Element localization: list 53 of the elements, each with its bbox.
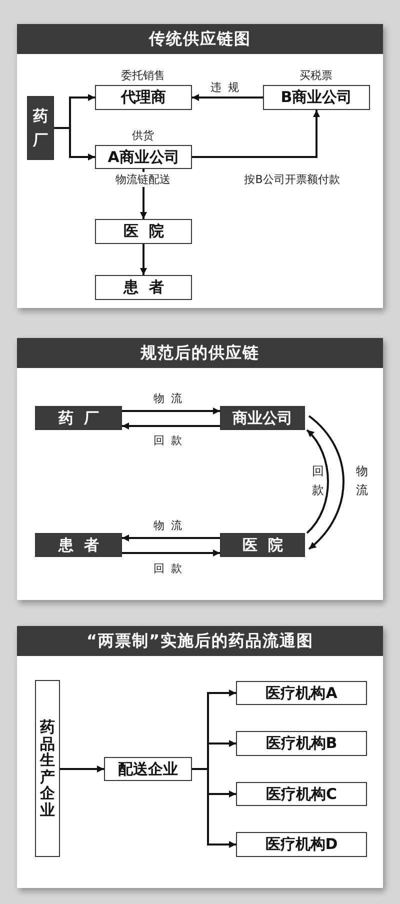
node-text: 医院 [123,222,174,241]
dark-box [220,533,305,557]
panel-card [17,626,383,888]
node-text: 患者 [123,278,174,297]
panel-title: “两票制”实施后的药品流通图 [17,626,383,656]
node-text: 医疗机构A [266,684,338,702]
arrow [60,766,104,772]
arrow [122,550,220,556]
node-text: A商业公司 [108,148,180,166]
process-box [236,731,367,756]
process-box [104,757,192,781]
edge-label: 按B公司开票额付款 [242,172,342,187]
arrow [192,94,263,101]
process-box [236,782,367,806]
dark-box [35,406,122,430]
node-text: 医疗机构B [266,734,338,753]
process-box [263,85,370,110]
node-text: 代理商 [121,88,166,107]
node-text: 药厂 [33,106,48,151]
node-text: 药品生产企业 [40,719,55,818]
process-box [95,219,192,244]
process-box [95,85,192,110]
arrow [192,110,320,158]
node-text: 医疗机构D [265,835,338,854]
dark-box [27,96,54,160]
node-caption: 委托销售 [119,68,167,83]
arrow [306,429,329,534]
process-box [236,832,367,857]
process-box [236,681,367,705]
process-box [95,275,192,300]
node-text: B商业公司 [280,88,352,107]
arrow [140,244,147,275]
dark-box [35,533,122,557]
node-text: 医院 [242,536,294,554]
node-caption: 供货 [130,128,156,143]
node-text: 患者 [58,536,110,554]
arrow [122,422,220,430]
process-box [95,145,192,169]
panel-title: 传统供应链图 [17,24,383,54]
node-text: 药厂 [58,408,110,428]
arrow [122,534,220,542]
panel-card [17,24,383,308]
process-box [35,680,60,857]
node-caption: 买税票 [298,68,334,83]
node-text: 商业公司 [232,408,292,428]
panel-card [17,338,383,600]
node-text: 配送企业 [118,760,178,778]
dark-box [220,406,305,430]
arrow [308,415,344,550]
edge-label: 物流链配送 [114,172,172,187]
panel-title: 规范后的供应链 [17,338,383,368]
node-text: 医疗机构C [266,784,337,804]
arrow [122,408,220,414]
